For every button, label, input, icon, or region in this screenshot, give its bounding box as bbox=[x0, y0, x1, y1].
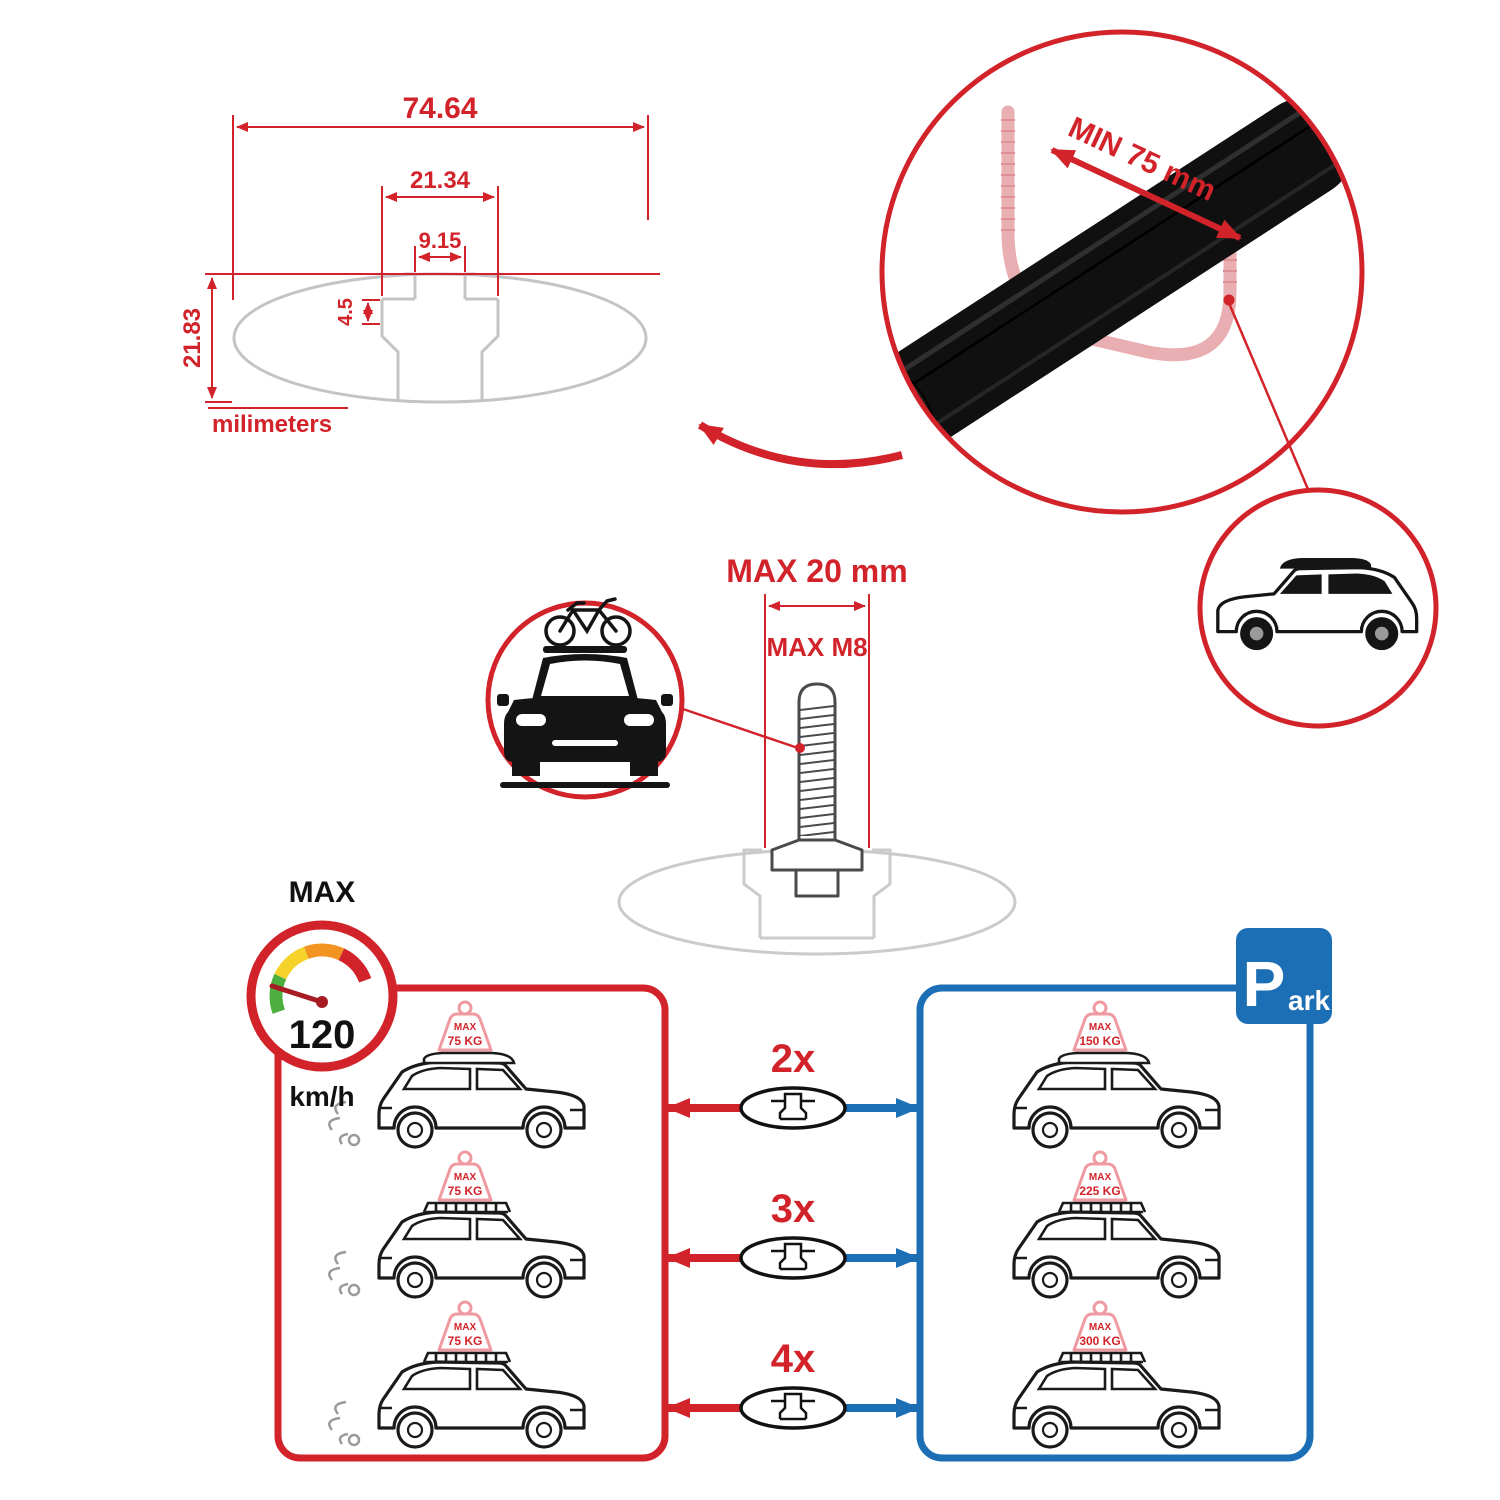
t-bolt-illustration bbox=[770, 682, 864, 898]
parked-car-row: MAX 225 KG bbox=[1012, 1150, 1221, 1299]
load-badge-max-label: MAX bbox=[454, 1022, 477, 1033]
min-span-arrow bbox=[1050, 147, 1242, 241]
speed-max-label: MAX bbox=[289, 876, 356, 909]
load-badge: MAX 75 KG bbox=[437, 1300, 493, 1352]
crossbar-t-slot-profile bbox=[380, 272, 500, 400]
dim-inner-slot-width-label: 9.15 bbox=[419, 228, 462, 253]
load-badge-value: 225 KG bbox=[1079, 1184, 1120, 1198]
parked-cars: MAX 150 KG MAX 225 KG MAX 300 KG bbox=[1012, 1000, 1221, 1449]
speed-value: 120 bbox=[289, 1013, 356, 1057]
detail-circle-border bbox=[879, 29, 1365, 515]
crossbar-detail-circle: MIN 75 mm bbox=[697, 29, 1365, 515]
dim-outer-slot-width-label: 21.34 bbox=[410, 167, 471, 194]
load-badge: MAX 75 KG bbox=[437, 1150, 493, 1202]
quantity-label: 2x bbox=[771, 1037, 816, 1081]
speed-limit-gauge: MAX 120 km/h bbox=[246, 876, 398, 1112]
detail-to-drawing-arrow bbox=[697, 421, 904, 469]
bolt-callout-dot bbox=[795, 743, 805, 753]
load-badge: MAX 300 KG bbox=[1072, 1300, 1128, 1352]
park-sign-suffix: ark bbox=[1288, 985, 1330, 1016]
load-badge-value: 300 KG bbox=[1079, 1334, 1120, 1348]
crossbar-profile-oval-icon bbox=[739, 1086, 847, 1130]
driving-cars: MAX 75 KG MAX 75 KG MAX 75 KG bbox=[328, 1000, 586, 1449]
driving-car-row: MAX 75 KG bbox=[328, 1150, 586, 1299]
parked-car-row: MAX 300 KG bbox=[1012, 1300, 1221, 1449]
driving-car-row: MAX 75 KG bbox=[328, 1300, 586, 1449]
unit-label: milimeters bbox=[212, 411, 332, 438]
load-badge-max-label: MAX bbox=[1089, 1172, 1112, 1183]
car-with-bike-circle bbox=[485, 597, 685, 800]
parked-car-row: MAX 150 KG bbox=[1012, 1000, 1221, 1149]
load-badge: MAX 225 KG bbox=[1072, 1150, 1128, 1202]
dim-profile-height-label: 21.83 bbox=[179, 308, 206, 368]
quantity-row: 3x bbox=[666, 1187, 920, 1280]
dim-lip-height-label: 4.5 bbox=[335, 298, 357, 326]
quantity-row: 4x bbox=[666, 1337, 920, 1430]
crossbar-profile-oval-icon bbox=[739, 1386, 847, 1430]
bolt-max-length-label: MAX 20 mm bbox=[726, 553, 907, 589]
driving-car-row: MAX 75 KG bbox=[328, 1000, 586, 1149]
load-badge-max-label: MAX bbox=[1089, 1022, 1112, 1033]
detail-to-suv-connector bbox=[1227, 302, 1312, 495]
suv-roofbox-circle bbox=[1197, 487, 1439, 729]
quantity-label: 4x bbox=[771, 1337, 816, 1381]
quantity-row: 2x bbox=[666, 1037, 920, 1130]
load-badge-max-label: MAX bbox=[454, 1172, 477, 1183]
quantity-label: 3x bbox=[771, 1187, 816, 1231]
bar-quantity-rows: 2x 3x 4x bbox=[666, 1037, 920, 1430]
dim-total-width-label: 74.64 bbox=[402, 92, 477, 125]
crossbar-cross-section-outline bbox=[232, 272, 648, 404]
load-badge-value: 75 KG bbox=[448, 1034, 483, 1048]
bolt-max-thread-label: MAX M8 bbox=[766, 632, 867, 662]
bolt-detail-section: MAX 20 mm MAX M8 bbox=[485, 553, 1017, 956]
suv-roofbox-illustration bbox=[1216, 557, 1419, 651]
load-badge: MAX 150 KG bbox=[1072, 1000, 1128, 1052]
profile-dimension-drawing: 74.64 21.34 9.15 4.5 21.83 milimeters bbox=[179, 92, 660, 438]
car-front-illustration bbox=[497, 646, 673, 788]
bike-circle-to-bolt-leader bbox=[679, 706, 799, 750]
load-badge-max-label: MAX bbox=[1089, 1322, 1112, 1333]
speed-unit: km/h bbox=[289, 1081, 354, 1112]
slot-profile-lines bbox=[742, 848, 892, 940]
load-badge-value: 75 KG bbox=[448, 1184, 483, 1198]
load-badge-value: 150 KG bbox=[1079, 1034, 1120, 1048]
u-bolt-callout-dot bbox=[1223, 294, 1235, 306]
bicycle-icon bbox=[544, 597, 632, 647]
crossbar-profile-oval-icon bbox=[739, 1236, 847, 1280]
park-sign: P ark bbox=[1236, 928, 1332, 1024]
park-sign-letter: P bbox=[1243, 948, 1286, 1020]
load-badge-max-label: MAX bbox=[454, 1322, 477, 1333]
load-badge-value: 75 KG bbox=[448, 1334, 483, 1348]
load-badge: MAX 75 KG bbox=[437, 1000, 493, 1052]
gauge-needle bbox=[269, 983, 325, 1005]
